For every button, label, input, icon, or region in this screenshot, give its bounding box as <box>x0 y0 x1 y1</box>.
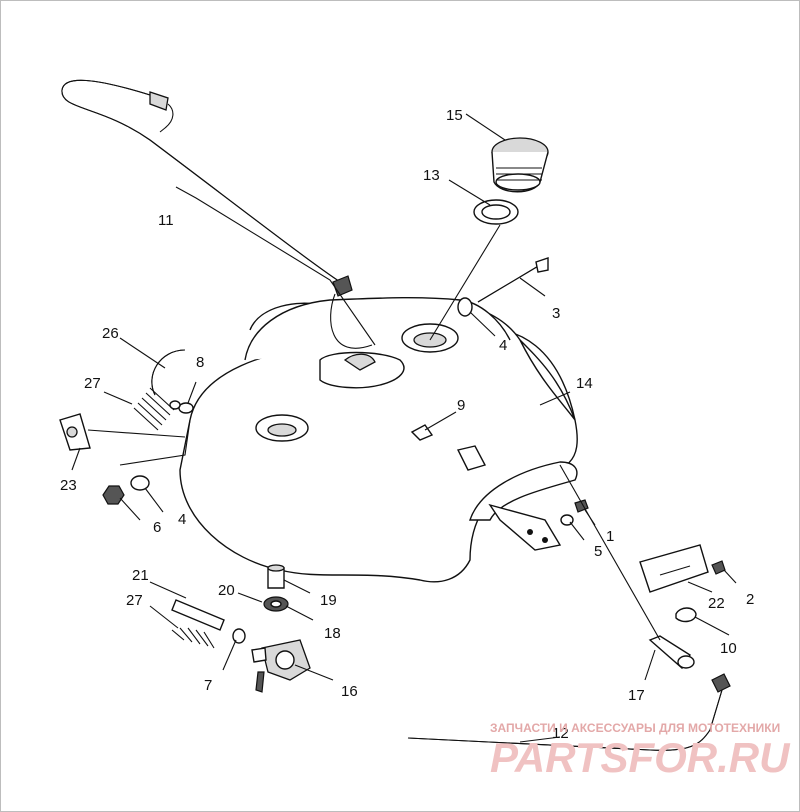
gas-cap <box>491 137 549 193</box>
callout-18: 18 <box>324 625 341 642</box>
watermark-caption: ЗАПЧАСТИ И АКСЕССУАРЫ ДЛЯ МОТОТЕХНИКИ <box>490 721 780 735</box>
callout-2: 2 <box>746 591 754 608</box>
callout-14: 14 <box>576 375 593 392</box>
hose-clamp <box>675 607 697 623</box>
nut <box>102 485 125 505</box>
callout-12: 12 <box>552 725 569 742</box>
ring <box>178 402 194 414</box>
fuel-tank <box>179 296 578 583</box>
callout-labels: 1 2 3 4 4 5 6 7 8 9 10 11 12 13 14 15 16… <box>60 107 754 742</box>
mounting-bolt <box>477 257 549 303</box>
callout-8: 8 <box>196 354 204 371</box>
fuel-petcock <box>251 639 311 693</box>
ring <box>232 628 246 644</box>
washer <box>130 475 150 491</box>
callout-9: 9 <box>457 397 465 414</box>
callout-7: 7 <box>204 677 212 694</box>
hose <box>171 599 225 631</box>
ring <box>169 400 181 410</box>
callout-1: 1 <box>606 528 614 545</box>
callout-27: 27 <box>126 592 143 609</box>
watermark-logo: PARTSFOR.RU <box>490 734 791 781</box>
screw <box>711 560 726 575</box>
callout-22: 22 <box>708 595 725 612</box>
fuel-line <box>407 673 731 751</box>
callout-17: 17 <box>628 687 645 704</box>
washer <box>457 297 473 317</box>
spring <box>133 387 175 431</box>
vent-line <box>61 79 373 349</box>
callout-6: 6 <box>153 519 161 536</box>
callout-15: 15 <box>446 107 463 124</box>
callout-21: 21 <box>132 567 149 584</box>
callout-11: 11 <box>158 212 174 229</box>
callout-26: 26 <box>102 325 119 342</box>
cap-gasket <box>473 199 519 225</box>
callout-27: 27 <box>84 375 101 392</box>
callout-3: 3 <box>552 305 560 322</box>
callout-13: 13 <box>423 167 440 184</box>
callout-23: 23 <box>60 477 77 494</box>
callout-20: 20 <box>218 582 235 599</box>
hose <box>151 349 186 396</box>
callout-19: 19 <box>320 592 337 609</box>
fuel-filter <box>648 635 695 670</box>
callout-4: 4 <box>499 337 507 354</box>
callout-5: 5 <box>594 543 602 560</box>
spring <box>171 627 215 649</box>
callout-16: 16 <box>341 683 358 700</box>
callout-10: 10 <box>720 640 737 657</box>
bracket-plate <box>639 544 709 593</box>
watermark: ЗАПЧАСТИ И АКСЕССУАРЫ ДЛЯ МОТОТЕХНИКИ PA… <box>490 721 791 781</box>
callout-4: 4 <box>178 511 186 528</box>
clip <box>456 445 487 471</box>
leader-lines <box>71 113 737 743</box>
